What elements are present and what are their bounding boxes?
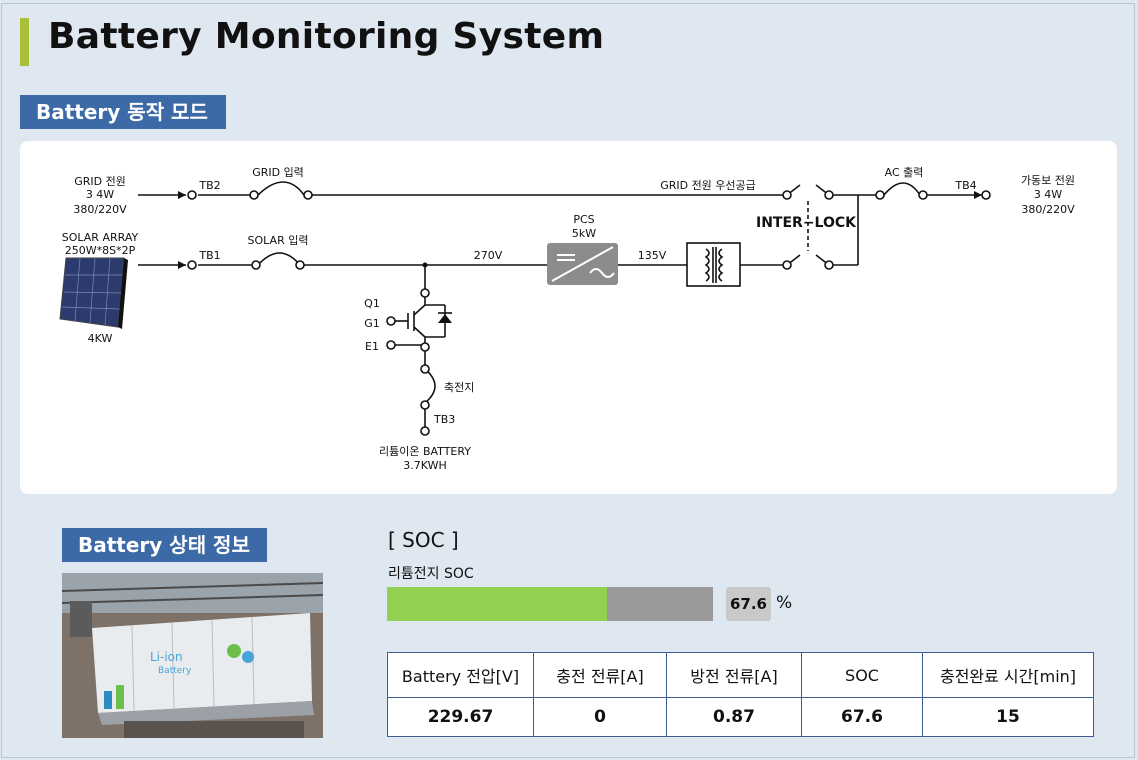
solar-input-label: SOLAR 입력 xyxy=(248,234,309,247)
circuit-diagram-panel: GRID 전원 3 4W 380/220V SOLAR ARRAY 250W*8… xyxy=(20,141,1117,494)
grid-source-label-1: GRID 전원 xyxy=(74,175,126,188)
load-label-2: 3 4W xyxy=(1034,188,1062,201)
table-row: 229.67 0 0.87 67.6 15 xyxy=(387,697,1094,737)
page-title: Battery Monitoring System xyxy=(48,16,605,57)
ac-output-label: AC 출력 xyxy=(885,166,924,179)
battery-container-photo: Li-ion Battery xyxy=(62,573,323,738)
header-soc: SOC xyxy=(801,652,923,698)
soc-title: [ SOC ] xyxy=(388,528,459,552)
grid-input-label: GRID 입력 xyxy=(252,166,304,179)
voltage-270-label: 270V xyxy=(474,249,503,262)
circuit-diagram: GRID 전원 3 4W 380/220V SOLAR ARRAY 250W*8… xyxy=(59,166,1075,472)
value-voltage: 229.67 xyxy=(387,697,534,737)
voltage-135-label: 135V xyxy=(638,249,667,262)
load-label-3: 380/220V xyxy=(1021,203,1075,216)
tb4-label: TB4 xyxy=(954,179,976,192)
solar-power-label: 4KW xyxy=(88,332,113,345)
soc-unit: % xyxy=(776,593,793,613)
solar-source-label-2: 250W*8S*2P xyxy=(65,244,136,257)
value-charge-current: 0 xyxy=(533,697,667,737)
soc-progress-bar xyxy=(387,587,713,621)
g1-label: G1 xyxy=(364,317,380,330)
charger-label: 축전지 xyxy=(444,381,474,394)
grid-priority-label: GRID 전원 우선공급 xyxy=(660,179,756,192)
value-soc: 67.6 xyxy=(801,697,923,737)
transformer-icon xyxy=(686,242,741,287)
section-label-mode: Battery 동작 모드 xyxy=(20,95,226,129)
tb2-label: TB2 xyxy=(198,179,220,192)
battery-label-2: 3.7KWH xyxy=(403,459,446,472)
pcs-icon xyxy=(547,243,618,285)
tb3-label: TB3 xyxy=(433,413,455,426)
value-charge-time: 15 xyxy=(922,697,1094,737)
header-charge-current: 충전 전류[A] xyxy=(533,652,667,698)
pcs-rating-label: 5kW xyxy=(572,227,596,240)
header-charge-time: 충전완료 시간[min] xyxy=(922,652,1094,698)
load-label-1: 가동보 전원 xyxy=(1021,174,1075,187)
soc-progress-fill xyxy=(387,587,608,621)
soc-subtitle: 리튬전지 SOC xyxy=(388,566,474,582)
battery-status-table: Battery 전압[V] 충전 전류[A] 방전 전류[A] SOC 충전완료… xyxy=(387,652,1094,737)
grid-source-label-3: 380/220V xyxy=(73,203,127,216)
title-accent-bar xyxy=(20,18,29,66)
grid-source-label-2: 3 4W xyxy=(86,188,114,201)
interlock-label: INTER−LOCK xyxy=(756,215,857,231)
svg-text:Li-ion: Li-ion xyxy=(150,650,183,664)
window-frame xyxy=(1,3,1135,758)
solar-panel-icon xyxy=(59,257,128,329)
battery-label-1: 리튬이온 BATTERY xyxy=(379,445,471,458)
pcs-label: PCS xyxy=(573,213,594,226)
section-label-status: Battery 상태 정보 xyxy=(62,528,267,562)
e1-label: E1 xyxy=(365,340,379,353)
q1-label: Q1 xyxy=(364,297,380,310)
value-discharge-current: 0.87 xyxy=(666,697,802,737)
svg-text:Battery: Battery xyxy=(158,666,192,676)
header-voltage: Battery 전압[V] xyxy=(387,652,534,698)
solar-source-label-1: SOLAR ARRAY xyxy=(62,231,139,244)
table-header-row: Battery 전압[V] 충전 전류[A] 방전 전류[A] SOC 충전완료… xyxy=(387,652,1094,698)
soc-value: 67.6 xyxy=(726,587,771,621)
header-discharge-current: 방전 전류[A] xyxy=(666,652,802,698)
tb1-label: TB1 xyxy=(198,249,220,262)
